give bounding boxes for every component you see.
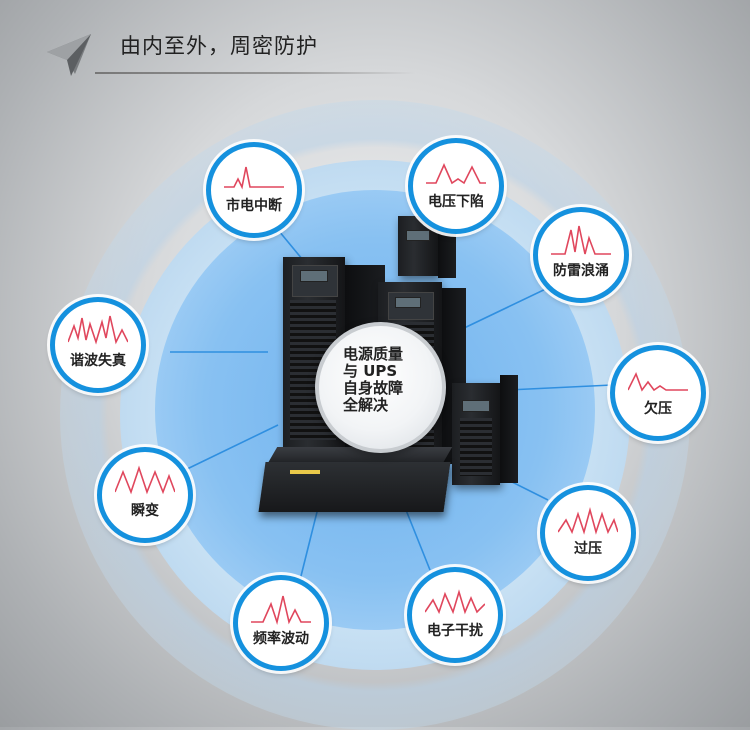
center-line-1: 电源质量 <box>343 345 404 363</box>
ups-rack-label <box>290 470 320 474</box>
waveform-icon <box>425 589 485 615</box>
node-label: 防雷浪涌 <box>553 263 609 279</box>
page-title: 由内至外，周密防护 <box>120 34 318 58</box>
waveform-icon <box>251 595 311 625</box>
header-divider <box>95 72 415 74</box>
node-label: 频率波动 <box>253 631 309 647</box>
node-undervoltage: 欠压 <box>610 345 706 441</box>
node-lightning: 防雷浪涌 <box>533 207 629 303</box>
ups-tower-small-right-side <box>500 375 518 483</box>
paper-plane-icon <box>47 34 91 76</box>
waveform-icon <box>628 372 688 392</box>
waveform-icon <box>224 166 284 190</box>
waveform-icon <box>558 506 618 535</box>
waveform-icon <box>68 315 128 345</box>
center-line-2: 与 UPS <box>343 362 398 380</box>
node-label: 电压下陷 <box>428 194 484 210</box>
ups-tower-small-right-lcd <box>462 400 490 412</box>
node-interference: 电子干扰 <box>407 567 503 663</box>
center-badge <box>315 322 446 453</box>
node-label: 市电中断 <box>226 198 282 214</box>
node-label: 谐波失真 <box>70 353 126 369</box>
node-distortion: 谐波失真 <box>50 297 146 393</box>
header: 由内至外，周密防护 <box>0 0 750 85</box>
ups-tower-small-top-lcd <box>406 230 430 241</box>
ups-rack-unit <box>258 462 451 512</box>
node-label: 瞬变 <box>131 503 159 519</box>
node-outage: 市电中断 <box>206 142 302 238</box>
node-sag: 电压下陷 <box>408 138 504 234</box>
ups-tower-large-lcd <box>300 270 328 282</box>
node-overvoltage: 过压 <box>540 485 636 581</box>
waveform-icon <box>426 163 486 185</box>
center-badge-text: 电源质量 与 UPS 自身故障 全解决 <box>343 346 443 414</box>
waveform-icon <box>115 465 175 495</box>
node-frequency: 频率波动 <box>233 575 329 671</box>
node-label: 过压 <box>574 541 602 557</box>
node-label: 电子干扰 <box>427 623 483 639</box>
node-transient: 瞬变 <box>97 447 193 543</box>
center-line-3: 自身故障 <box>343 379 404 397</box>
ups-tower-medium-lcd <box>395 297 421 308</box>
ups-tower-small-right-vent <box>460 418 492 476</box>
node-label: 欠压 <box>644 401 672 417</box>
ups-tower-small-top-side <box>438 222 456 278</box>
center-line-4: 全解决 <box>343 396 389 414</box>
waveform-icon <box>551 225 611 255</box>
